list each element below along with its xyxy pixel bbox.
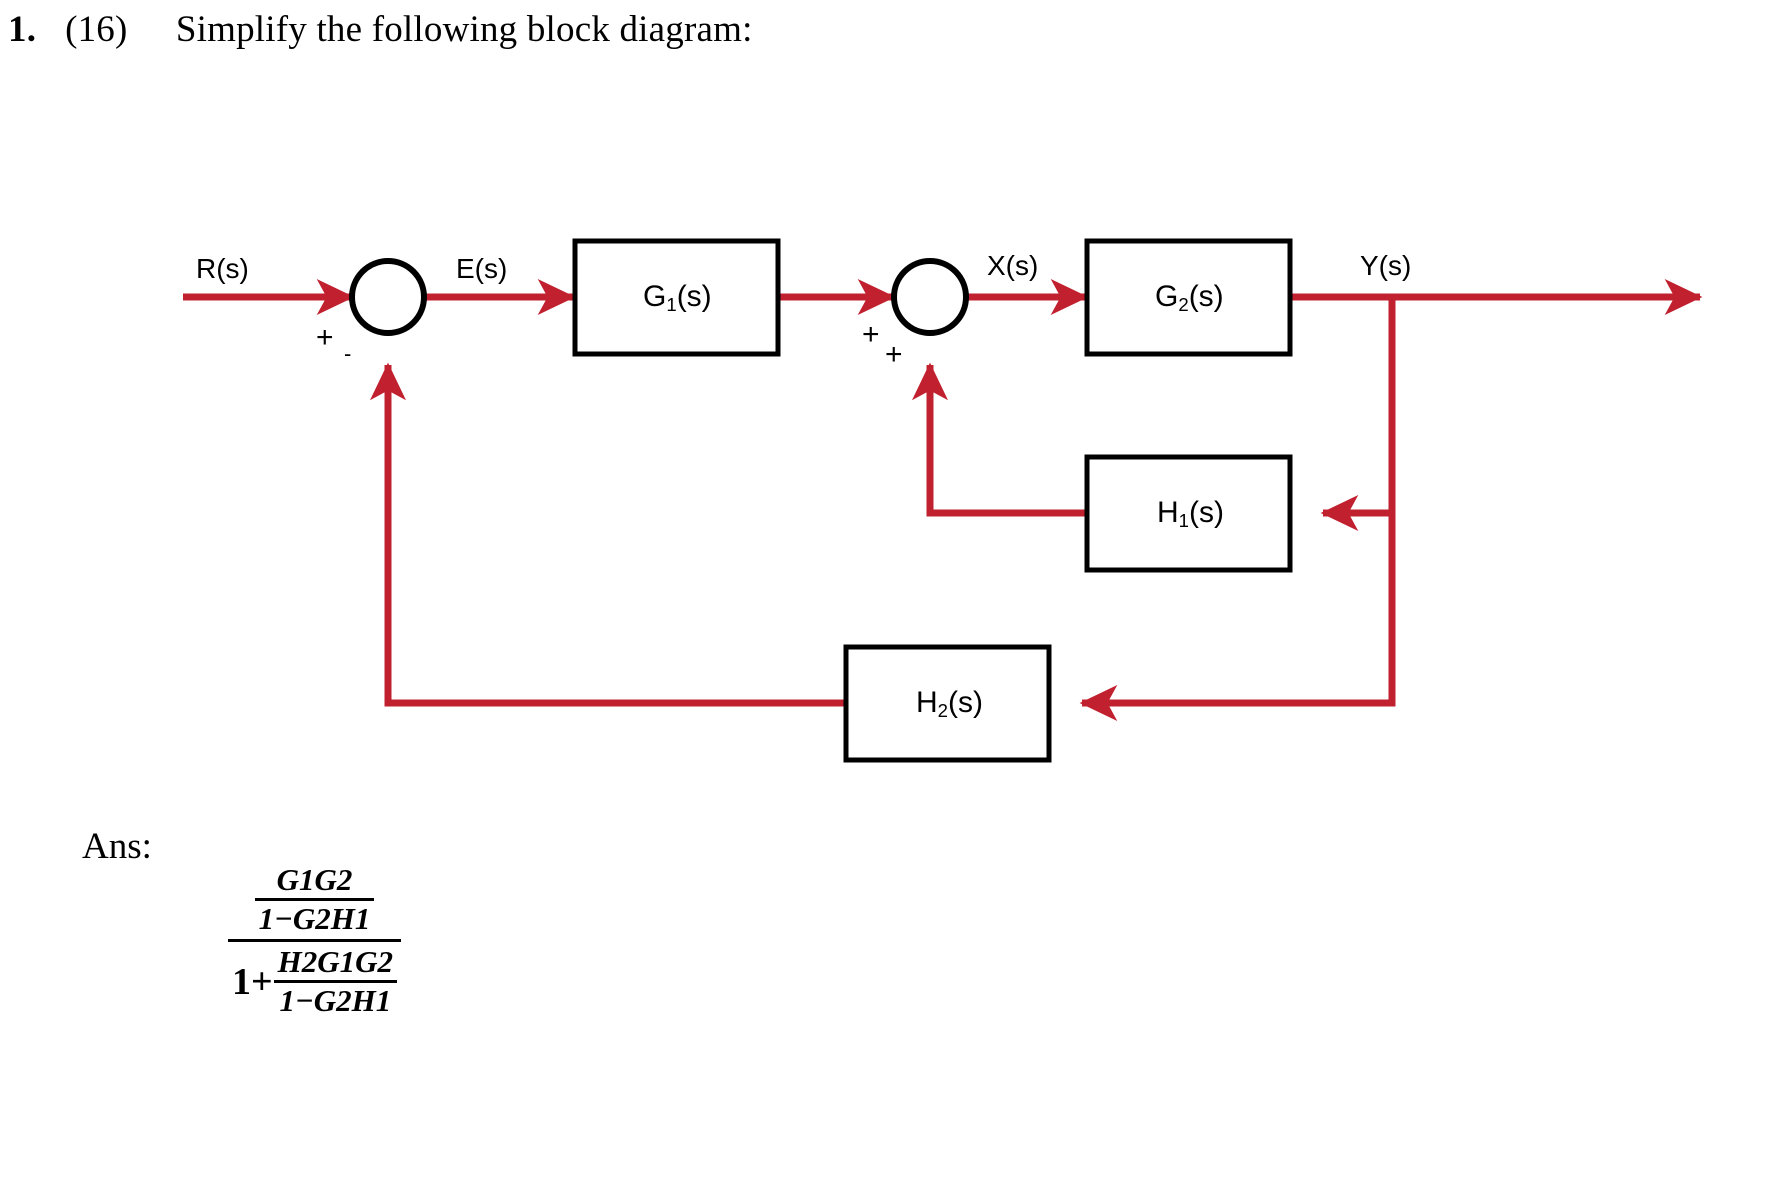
- answer-denominator-bar: [273, 980, 398, 983]
- answer-denominator-num: H2G1G2: [277, 944, 394, 979]
- answer-outer-numerator: G1G2 1−G2H1: [251, 862, 379, 939]
- answer-numerator-num: G1G2: [276, 862, 353, 897]
- answer-label: Ans:: [82, 826, 152, 867]
- wire-h2-to-sum1: [369, 362, 846, 707]
- answer-expression: G1G2 1−G2H1 1+ H2G1G2 1−G2H1: [228, 862, 402, 1019]
- label-error-signal: E(s): [456, 253, 508, 284]
- sum1-input-sign: +: [316, 321, 334, 354]
- answer-outer-fraction: G1G2 1−G2H1 1+ H2G1G2 1−G2H1: [228, 862, 402, 1019]
- question-text: Simplify the following block diagram:: [175, 9, 753, 50]
- block-label-h2-tail: (s): [948, 686, 983, 719]
- block-label-h1-tail: (s): [1189, 496, 1224, 529]
- label-output-signal: Y(s): [1360, 250, 1412, 281]
- label-mid-signal: X(s): [987, 250, 1039, 281]
- answer-denominator-fraction: H2G1G2 1−G2H1: [273, 944, 398, 1019]
- sum2-input-sign: +: [862, 318, 880, 351]
- answer-main-bar: [228, 939, 402, 942]
- block-label-g2-tail: (s): [1188, 280, 1224, 313]
- question-number: 1.: [8, 9, 37, 50]
- block-label-h2: H2(s): [916, 688, 983, 721]
- block-label-h2-base: H: [916, 686, 938, 719]
- summing-junction-2: [891, 258, 969, 336]
- block-label-g1-sub: 1: [666, 294, 677, 316]
- answer-denominator-one: 1+: [232, 960, 273, 1003]
- block-label-g2-sub: 2: [1178, 294, 1189, 316]
- question-points: (16): [65, 9, 128, 50]
- block-label-g1-base: G: [643, 280, 667, 313]
- answer-denominator-row: 1+ H2G1G2 1−G2H1: [232, 944, 398, 1019]
- block-label-g2-base: G: [1155, 280, 1179, 313]
- answer-numerator-fraction: G1G2 1−G2H1: [254, 862, 375, 937]
- block-label-g1: G1(s): [643, 282, 712, 315]
- answer-outer-denominator: 1+ H2G1G2 1−G2H1: [228, 942, 401, 1019]
- summing-junction-1: [349, 258, 427, 336]
- sum2-feedback-sign: +: [885, 338, 903, 371]
- block-label-h1: H1(s): [1157, 498, 1224, 531]
- sum1-feedback-sign: -: [344, 341, 352, 366]
- answer-numerator-bar: [254, 898, 375, 901]
- block-label-h1-base: H: [1157, 496, 1179, 529]
- label-input-signal: R(s): [196, 253, 249, 284]
- block-label-g2: G2(s): [1155, 282, 1224, 315]
- wire-output-to-h2: [1079, 297, 1396, 722]
- wire-output-to-h1: [1320, 297, 1396, 532]
- block-label-g1-tail: (s): [676, 280, 712, 313]
- answer-numerator-den: 1−G2H1: [258, 901, 371, 936]
- page-title: 1. (16) Simplify the following block dia…: [8, 8, 753, 51]
- wire-h1-to-sum2: [911, 362, 1089, 517]
- answer-denominator-den: 1−G2H1: [279, 983, 392, 1018]
- block-label-h2-sub: 2: [937, 700, 949, 722]
- block-label-h1-sub: 1: [1178, 510, 1190, 532]
